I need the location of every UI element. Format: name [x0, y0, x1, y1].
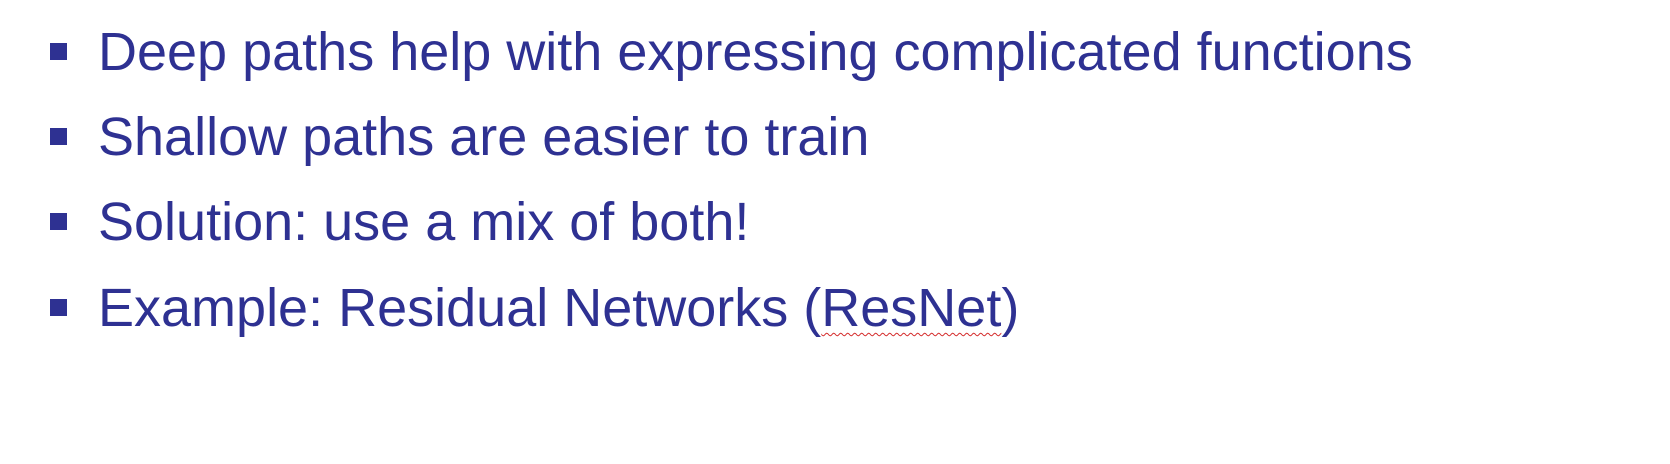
square-bullet-icon: [50, 299, 67, 316]
bullet-text: Solution: use a mix of both!: [98, 192, 750, 252]
bullet-text: Deep paths help with expressing complica…: [98, 22, 1413, 82]
bullet-item-example: Example: Residual Networks (ResNet): [0, 276, 1670, 346]
bullet-item-shallow-paths: Shallow paths are easier to train: [0, 105, 1670, 175]
spellcheck-flagged-word[interactable]: ResNet: [821, 278, 1002, 338]
bullet-text-prefix: Example: Residual Networks (: [98, 278, 822, 338]
bullet-text-example: Example: Residual Networks (ResNet): [98, 276, 1019, 340]
bullet-text-suffix: ): [1001, 278, 1020, 338]
square-bullet-icon: [50, 128, 67, 145]
square-bullet-icon: [50, 213, 67, 230]
bullet-item-deep-paths: Deep paths help with expressing complica…: [0, 20, 1670, 90]
bullet-text: Shallow paths are easier to train: [98, 107, 870, 167]
bullet-item-solution: Solution: use a mix of both!: [0, 190, 1670, 260]
square-bullet-icon: [50, 43, 67, 60]
